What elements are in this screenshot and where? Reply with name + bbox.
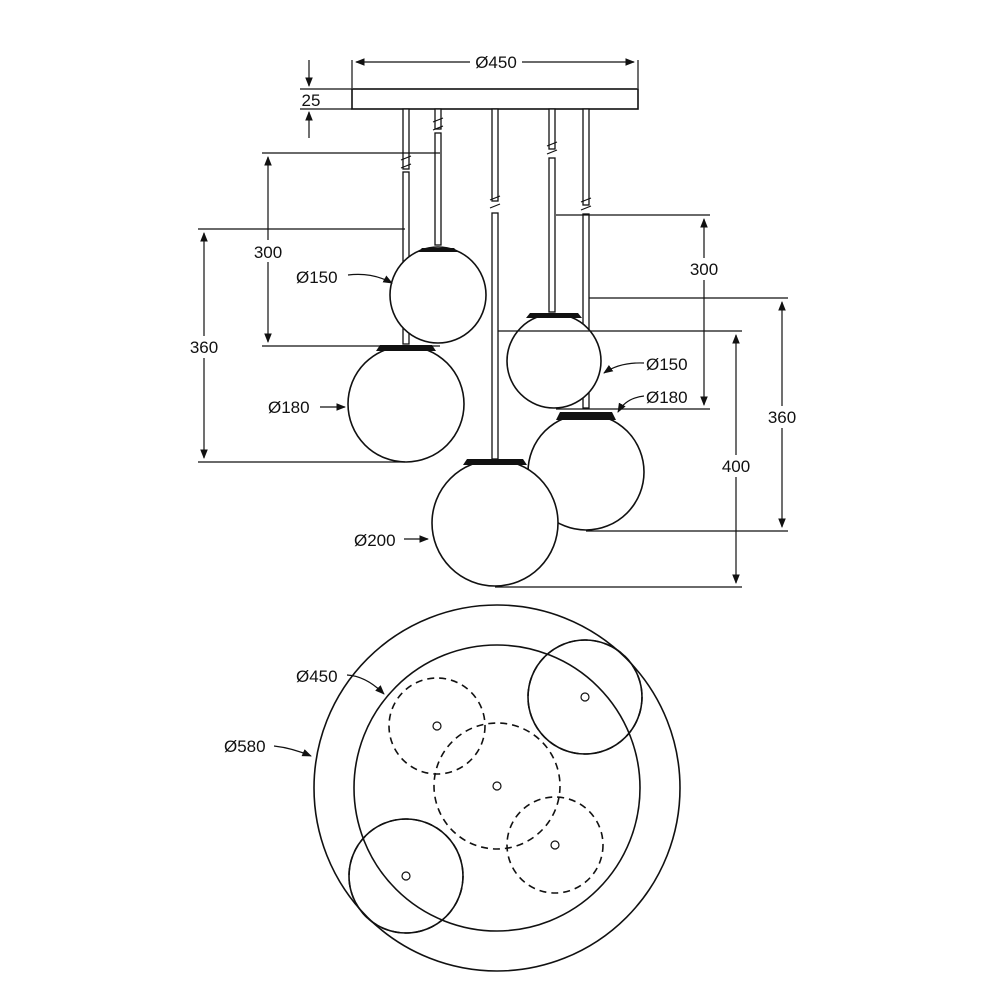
cord-attachment-points [401, 692, 590, 881]
plan-view: Ø450 Ø580 [224, 604, 681, 972]
globe-left-large [347, 345, 465, 463]
left-drop-lower-label: 360 [190, 338, 218, 357]
plan-globe-bottom-left-hidden [348, 818, 464, 934]
callout-right-small: Ø150 [603, 355, 688, 374]
dimension-left-360: 360 [184, 228, 405, 463]
plan-globe-center [433, 722, 561, 850]
globe-left-small-label: Ø150 [296, 268, 338, 287]
globe-left-large-label: Ø180 [268, 398, 310, 417]
left-drop-upper-label: 300 [254, 243, 282, 262]
globe-right-small-label: Ø150 [646, 355, 688, 374]
callout-right-large: Ø180 [617, 388, 688, 413]
canopy-circle [353, 644, 641, 932]
plan-overall-diameter-label: Ø580 [224, 737, 266, 756]
plan-globe-top-right-hidden [527, 639, 643, 755]
overall-footprint-circle [313, 604, 681, 972]
globe-right-large-label: Ø180 [646, 388, 688, 407]
dimension-canopy-height: 25 [300, 60, 352, 138]
plan-globe-top-left [388, 677, 486, 775]
canopy-height-label: 25 [302, 91, 321, 110]
center-drop-label: 400 [722, 457, 750, 476]
right-drop-upper-label: 300 [690, 260, 718, 279]
callout-center: Ø200 [354, 531, 429, 550]
callout-plan-canopy: Ø450 [296, 667, 385, 695]
callout-left-small: Ø150 [296, 268, 393, 287]
globe-center-label: Ø200 [354, 531, 396, 550]
dimension-left-300: 300 [248, 152, 440, 347]
canopy-diameter-label: Ø450 [475, 53, 517, 72]
dimension-center-400: 400 [495, 330, 756, 588]
dimension-right-360: 360 [586, 297, 802, 532]
elevation-view: Ø450 25 [184, 53, 802, 588]
dimension-canopy-width: Ø450 [351, 53, 639, 88]
plan-globe-bottom-right [506, 796, 604, 894]
globe-right-small [506, 313, 602, 409]
globe-left-small [389, 246, 487, 344]
callout-plan-overall: Ø580 [224, 737, 312, 757]
callout-left-large: Ø180 [268, 398, 346, 417]
right-drop-lower-label: 360 [768, 408, 796, 427]
canopy-plate [351, 88, 639, 110]
plan-canopy-diameter-label: Ø450 [296, 667, 338, 686]
globe-center [431, 459, 559, 587]
dimension-right-300: 300 [556, 214, 724, 410]
